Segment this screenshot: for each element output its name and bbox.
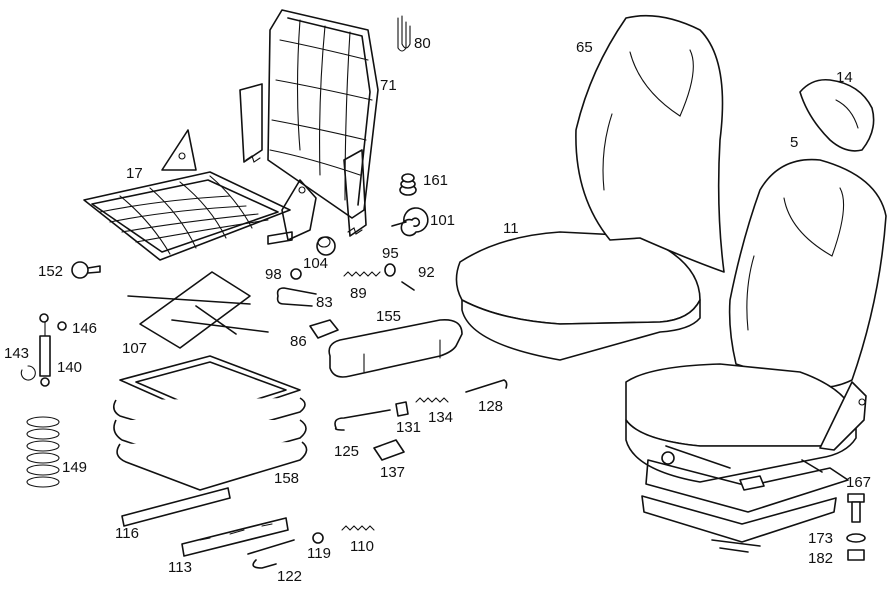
side-cover-icon <box>328 318 463 378</box>
callout-125: 125 <box>334 443 359 460</box>
headrest-icon <box>799 78 875 152</box>
callout-92: 92 <box>418 264 435 281</box>
callout-83: 83 <box>316 294 333 311</box>
callout-17: 17 <box>126 165 143 182</box>
coil-spring-icon <box>26 416 60 488</box>
callout-158: 158 <box>274 470 299 487</box>
callout-173: 173 <box>808 530 833 547</box>
callout-101: 101 <box>430 212 455 229</box>
callout-155: 155 <box>376 308 401 325</box>
callout-71: 71 <box>380 77 397 94</box>
bushing-icon <box>316 236 336 256</box>
slide-rail-parts-icon <box>121 487 375 569</box>
bolt-washer-nut-icon <box>846 493 866 561</box>
backrest-cushion-icon <box>575 14 725 273</box>
seat-frame-icon <box>83 129 317 261</box>
callout-131: 131 <box>396 419 421 436</box>
spiral-spring-icon <box>391 207 429 237</box>
pad-icon <box>309 319 339 339</box>
callout-89: 89 <box>350 285 367 302</box>
suspension-bellows-icon <box>112 355 308 491</box>
callout-65: 65 <box>576 39 593 56</box>
callout-110: 110 <box>350 538 374 555</box>
callout-119: 119 <box>307 545 331 562</box>
callout-122: 122 <box>277 568 302 585</box>
callout-134: 134 <box>428 409 453 426</box>
callout-labels: 80 65 14 71 5 17 161 101 11 95 104 152 9… <box>4 35 871 585</box>
callout-107: 107 <box>122 340 147 357</box>
callout-143: 143 <box>4 345 29 362</box>
callout-152: 152 <box>38 263 63 280</box>
knob-icon <box>71 261 101 279</box>
spring-clip-icon <box>397 15 411 52</box>
callout-128: 128 <box>478 398 503 415</box>
callout-95: 95 <box>382 245 399 262</box>
seat-cushion-icon <box>455 231 701 361</box>
small-fastener-parts-icon <box>290 263 415 291</box>
callout-11: 11 <box>503 220 519 237</box>
backrest-frame-icon <box>239 9 379 237</box>
callout-86: 86 <box>290 333 307 350</box>
callout-146: 146 <box>72 320 97 337</box>
callout-113: 113 <box>168 559 192 576</box>
callout-14: 14 <box>836 69 853 86</box>
scissor-linkage-icon <box>127 271 269 349</box>
callout-98: 98 <box>265 266 282 283</box>
callout-104: 104 <box>303 255 328 272</box>
complete-seat-icon <box>625 158 887 553</box>
shock-absorber-icon <box>20 313 67 387</box>
callout-161: 161 <box>423 172 448 189</box>
callout-182: 182 <box>808 550 833 567</box>
callout-167: 167 <box>846 474 871 491</box>
callout-80: 80 <box>414 35 431 52</box>
bracket-icon <box>276 287 317 307</box>
callout-140: 140 <box>57 359 82 376</box>
callout-5: 5 <box>790 134 798 151</box>
lever-and-spring-parts-icon <box>334 379 508 461</box>
callout-149: 149 <box>62 459 87 476</box>
callout-137: 137 <box>380 464 405 481</box>
grommet-icon <box>399 173 417 196</box>
callout-116: 116 <box>115 525 139 542</box>
